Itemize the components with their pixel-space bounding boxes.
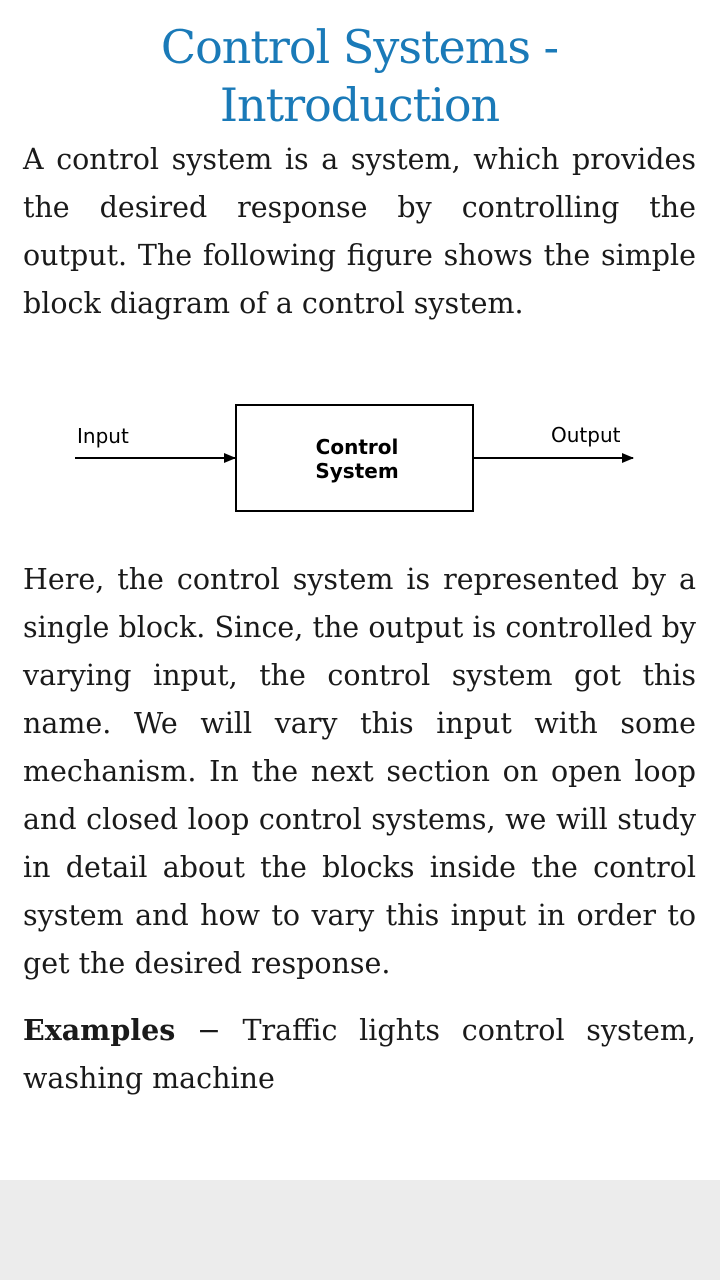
bottom-panel xyxy=(0,1180,720,1280)
examples-text: − Traffic lights control system, washing… xyxy=(23,1014,696,1095)
examples-paragraph: Examples − Traffic lights control system… xyxy=(23,1006,696,1103)
page-title: Control Systems - Introduction xyxy=(160,20,559,132)
block-label-line1: Control xyxy=(316,435,399,459)
block-label-line2: System xyxy=(315,459,398,483)
body-paragraph: Here, the control system is represented … xyxy=(23,563,696,980)
block-diagram-svg: Input Control System Output xyxy=(75,404,634,512)
examples-label: Examples xyxy=(23,1013,176,1047)
intro-paragraph: A control system is a system, which prov… xyxy=(23,143,696,320)
output-label: Output xyxy=(551,423,621,447)
input-label: Input xyxy=(77,424,129,448)
article-content: Control Systems - Introduction A control… xyxy=(23,18,696,1103)
block-diagram: Input Control System Output xyxy=(0,328,720,556)
